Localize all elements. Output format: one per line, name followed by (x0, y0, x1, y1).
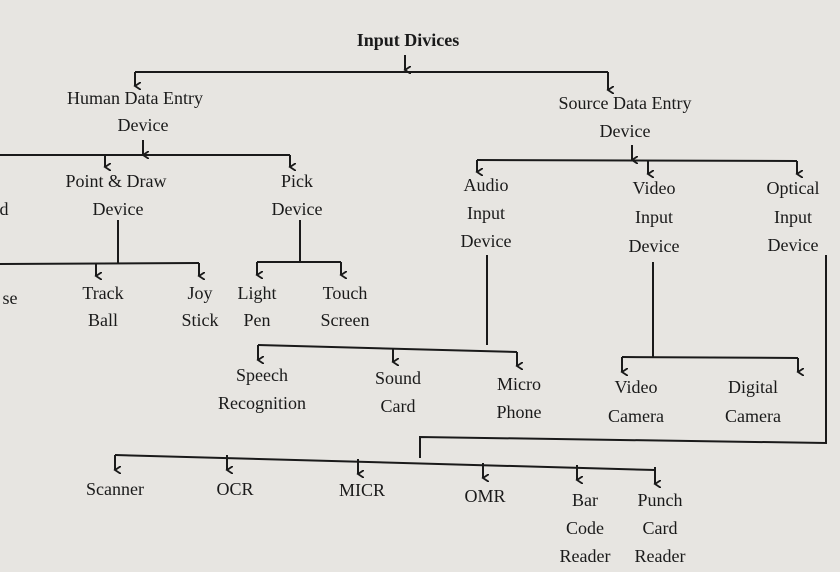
micro-phone-line1: Micro (497, 374, 541, 394)
track-ball-line2: Ball (88, 310, 118, 330)
ocr-label: OCR (216, 479, 253, 499)
digital-camera-line2: Camera (725, 406, 781, 426)
speech-line1: Speech (236, 365, 288, 385)
digital-camera-line1: Digital (728, 377, 778, 397)
bar-code-line3: Reader (560, 546, 611, 566)
point-draw-line1: Point & Draw (66, 171, 167, 191)
keyboard-partial: d (0, 199, 9, 219)
sound-card-line2: Card (381, 396, 416, 416)
touch-screen-line1: Touch (323, 283, 368, 303)
optical-line3: Device (768, 235, 819, 255)
audio-line2: Input (467, 203, 505, 223)
connectors (0, 55, 827, 484)
joy-stick-line1: Joy (187, 283, 212, 303)
micr-label: MICR (339, 480, 385, 500)
touch-screen-line2: Screen (321, 310, 370, 330)
punch-card-line1: Punch (638, 490, 683, 510)
audio-line3: Device (461, 231, 512, 251)
video-line1: Video (633, 178, 676, 198)
human-data-entry-line1: Human Data Entry (67, 88, 203, 108)
video-line3: Device (629, 236, 680, 256)
track-ball-line1: Track (82, 283, 123, 303)
punch-card-line3: Reader (635, 546, 686, 566)
point-draw-line2: Device (93, 199, 144, 219)
omr-label: OMR (464, 486, 505, 506)
light-pen-line2: Pen (244, 310, 271, 330)
bar-code-line1: Bar (572, 490, 598, 510)
audio-line1: Audio (464, 175, 509, 195)
micro-phone-line2: Phone (497, 402, 542, 422)
optical-line1: Optical (767, 178, 820, 198)
human-data-entry-line2: Device (118, 115, 169, 135)
source-data-entry-line1: Source Data Entry (559, 93, 692, 113)
speech-line2: Recognition (218, 393, 306, 413)
video-camera-line1: Video (615, 377, 658, 397)
light-pen-line1: Light (238, 283, 277, 303)
bar-code-line2: Code (566, 518, 604, 538)
pick-line2: Device (272, 199, 323, 219)
punch-card-line2: Card (643, 518, 678, 538)
root-node: Input Divices (357, 30, 460, 50)
video-camera-line2: Camera (608, 406, 664, 426)
sound-card-line1: Sound (375, 368, 421, 388)
source-data-entry-line2: Device (600, 121, 651, 141)
mouse-partial: se (3, 288, 18, 308)
joy-stick-line2: Stick (181, 310, 218, 330)
optical-line2: Input (774, 207, 812, 227)
pick-line1: Pick (281, 171, 313, 191)
scanner-label: Scanner (86, 479, 144, 499)
video-line2: Input (635, 207, 673, 227)
